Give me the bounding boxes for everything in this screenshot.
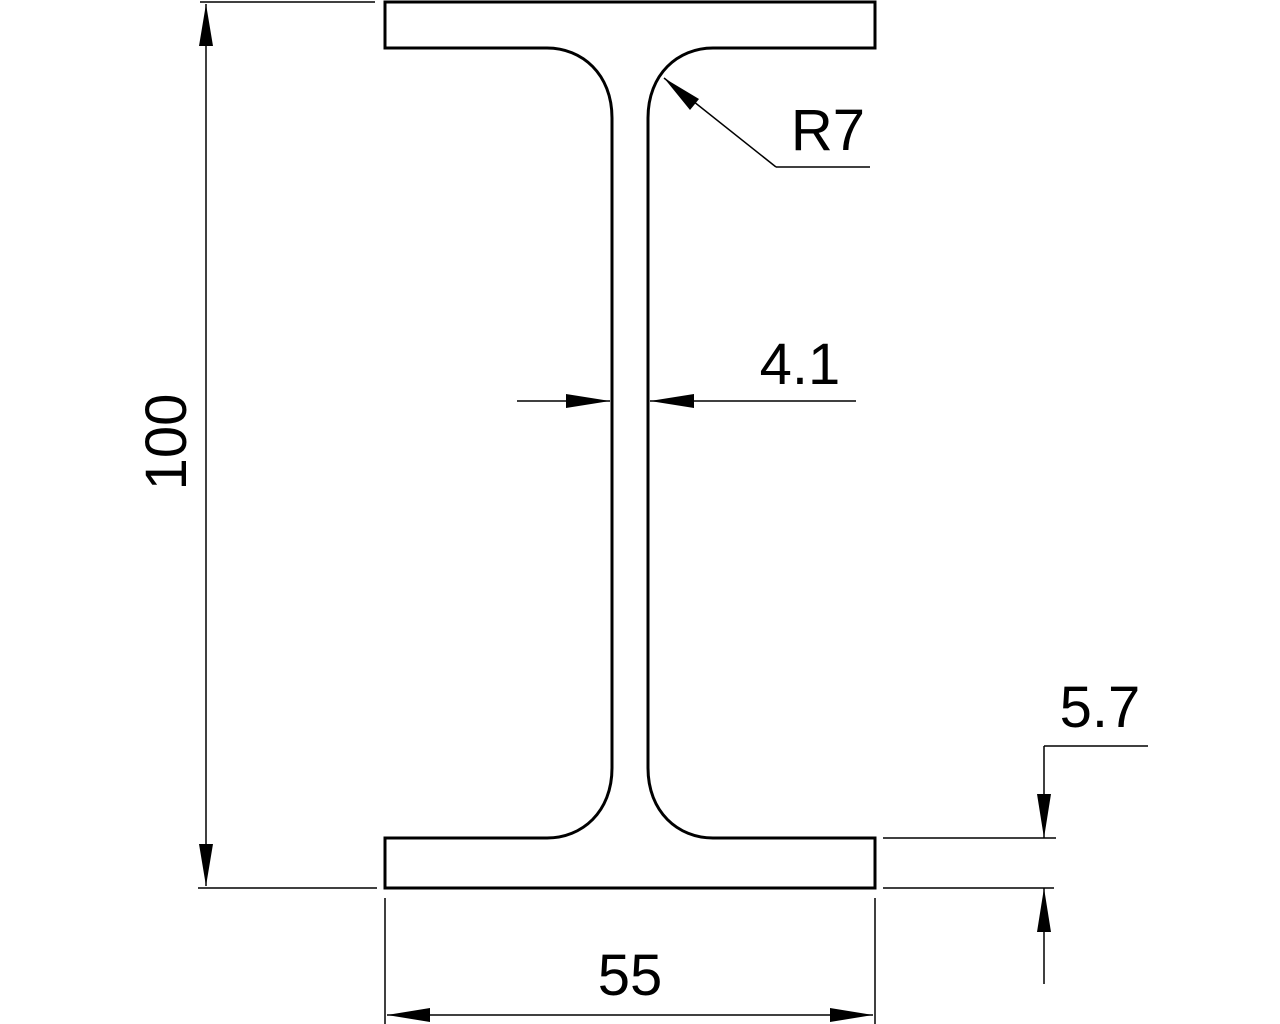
web-arrow-right (650, 394, 694, 408)
fillet-radius-label: R7 (791, 98, 865, 163)
height-arrow-top (199, 4, 213, 46)
fillet-radius-dimension: R7 (663, 77, 870, 168)
width-label: 55 (598, 943, 663, 1008)
web-thickness-dimension: 4.1 (517, 332, 856, 408)
width-arrow-right (830, 1008, 873, 1022)
width-arrow-left (387, 1008, 430, 1022)
web-thickness-label: 4.1 (760, 332, 841, 397)
width-dimension: 55 (384, 898, 876, 1024)
radius-arrow (664, 78, 699, 110)
flange-thickness-dimension: 5.7 (883, 675, 1148, 984)
height-label: 100 (134, 394, 199, 491)
height-dimension: 100 (134, 1, 377, 889)
flange-arrow-top (1037, 794, 1051, 838)
height-arrow-bottom (199, 844, 213, 886)
i-beam-profile (383, 0, 877, 890)
flange-thickness-label: 5.7 (1060, 675, 1141, 740)
flange-arrow-bottom (1037, 888, 1051, 932)
web-arrow-left (566, 394, 610, 408)
